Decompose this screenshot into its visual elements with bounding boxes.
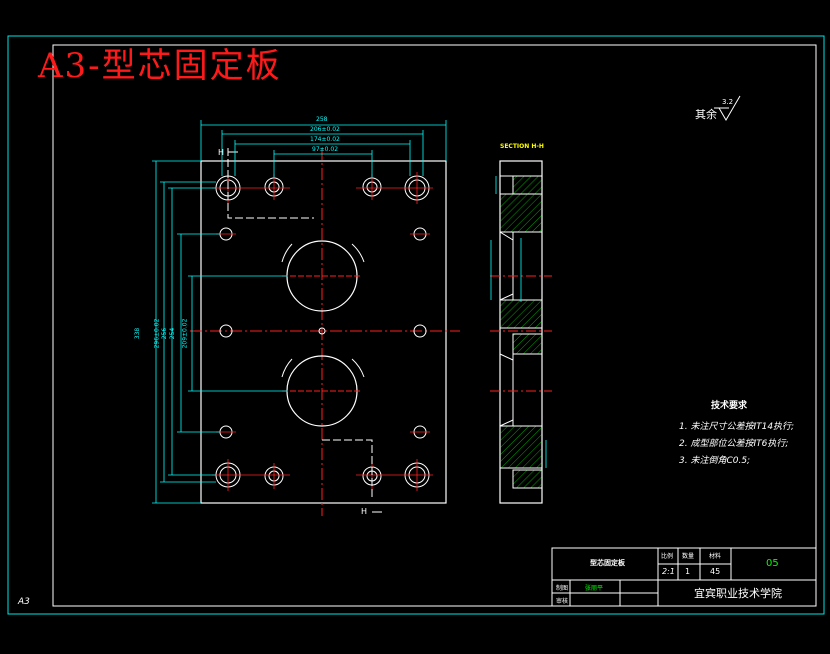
- screw-holes: [219, 227, 427, 439]
- sheet-size-label: A3: [18, 597, 30, 607]
- hole-centerlines: [212, 172, 433, 491]
- dim-width-3: 97±0.02: [312, 146, 339, 153]
- section-view: [490, 160, 552, 504]
- roughness-value: 3.2: [722, 98, 734, 106]
- tb-drawer: 张丽平: [585, 585, 604, 592]
- title-block: [551, 547, 817, 607]
- section-marker-top: H: [218, 148, 225, 157]
- horizontal-dimensions: [200, 120, 447, 178]
- tb-school: 宜宾职业技术学院: [694, 587, 782, 600]
- roughness-label: 其余: [695, 108, 717, 121]
- section-path-top: [227, 148, 314, 219]
- inner-border: [52, 44, 817, 607]
- tb-col-material: 材料: [709, 553, 722, 560]
- tb-qty: 1: [685, 567, 691, 576]
- section-title: SECTION H-H: [500, 143, 544, 150]
- outer-border: [7, 35, 825, 615]
- tb-row-review: 审核: [556, 598, 569, 605]
- drawing-title-overlay: A3-型芯固定板: [38, 46, 282, 86]
- tb-part-name: 型芯固定板: [590, 559, 625, 567]
- section-marker-bottom: H: [361, 507, 368, 516]
- tech-req-item-3: 3. 未注倒角C0.5;: [679, 456, 751, 466]
- dim-height-3: 254: [169, 327, 177, 340]
- tb-col-qty: 数量: [682, 553, 695, 560]
- section-outline: [499, 160, 543, 504]
- dim-height-2: 256: [161, 327, 169, 340]
- center-mark: [318, 327, 326, 335]
- tb-col-scale: 比例: [661, 553, 674, 560]
- tb-row-draw: 制图: [556, 585, 569, 592]
- dim-width-1: 206±0.02: [310, 126, 340, 133]
- roughness-symbol: [718, 95, 741, 121]
- front-view: [190, 148, 460, 516]
- vertical-dimensions: [152, 160, 287, 504]
- tb-scale: 2:1: [662, 567, 675, 576]
- plate-outline: [200, 160, 447, 504]
- dim-height-overall: 338: [134, 327, 142, 340]
- tech-req-heading: 技术要求: [711, 401, 748, 411]
- section-path-bottom: [322, 439, 373, 498]
- tb-material: 45: [710, 567, 721, 576]
- tech-req-item-1: 1. 未注尺寸公差按IT14执行;: [679, 422, 795, 432]
- dim-height-1: 296±0.02: [153, 318, 161, 349]
- dim-width-2: 174±0.02: [310, 136, 340, 143]
- dim-width-overall: 258: [316, 116, 328, 123]
- tech-req-item-2: 2. 成型部位公差按IT6执行;: [679, 439, 789, 449]
- tb-drawing-no: 05: [766, 558, 779, 569]
- dim-height-4: 209±0.02: [181, 318, 189, 349]
